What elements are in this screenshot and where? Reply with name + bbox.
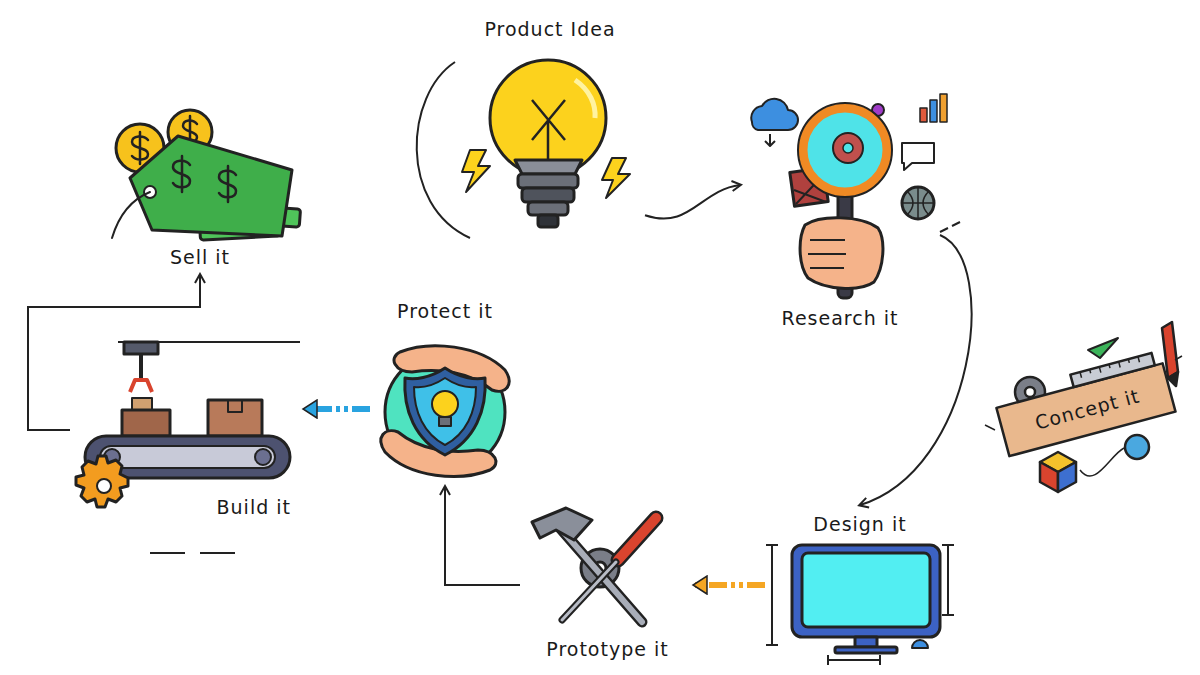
stage-node: Product Idea bbox=[455, 18, 645, 250]
stage-node: Sell it bbox=[90, 95, 310, 275]
price-tag-icon bbox=[112, 110, 301, 240]
flow-arrow bbox=[860, 235, 972, 505]
monitor-icon bbox=[766, 545, 954, 665]
shield-icon bbox=[381, 346, 509, 477]
flow-arrow bbox=[445, 487, 520, 585]
stage-node: Prototype it bbox=[520, 505, 695, 665]
magnifier-icon bbox=[751, 94, 960, 298]
conveyor-icon bbox=[76, 342, 300, 553]
bulb-icon bbox=[417, 60, 630, 238]
flow-arrow bbox=[28, 275, 200, 430]
stage-label: Design it bbox=[765, 513, 955, 536]
flow-arrow bbox=[695, 582, 765, 588]
stage-node: Build it bbox=[70, 335, 305, 525]
stage-node: Design it bbox=[765, 505, 955, 665]
stage-label: Prototype it bbox=[520, 638, 695, 661]
stage-label: Research it bbox=[740, 307, 940, 330]
flow-arrow bbox=[305, 406, 370, 412]
stage-label: Product Idea bbox=[455, 18, 645, 41]
stage-label: Protect it bbox=[370, 300, 520, 323]
stage-label: Sell it bbox=[90, 246, 310, 269]
stage-node: Protect it bbox=[370, 292, 520, 487]
tools-icon bbox=[532, 508, 656, 622]
stage-label: Concept it bbox=[990, 373, 1184, 446]
loop-line bbox=[417, 62, 470, 238]
tail-line bbox=[150, 552, 235, 554]
stage-node: Concept it bbox=[990, 330, 1185, 495]
stage-label: Build it bbox=[70, 496, 305, 519]
flow-arrow bbox=[645, 185, 740, 219]
stage-node: Research it bbox=[740, 85, 940, 335]
